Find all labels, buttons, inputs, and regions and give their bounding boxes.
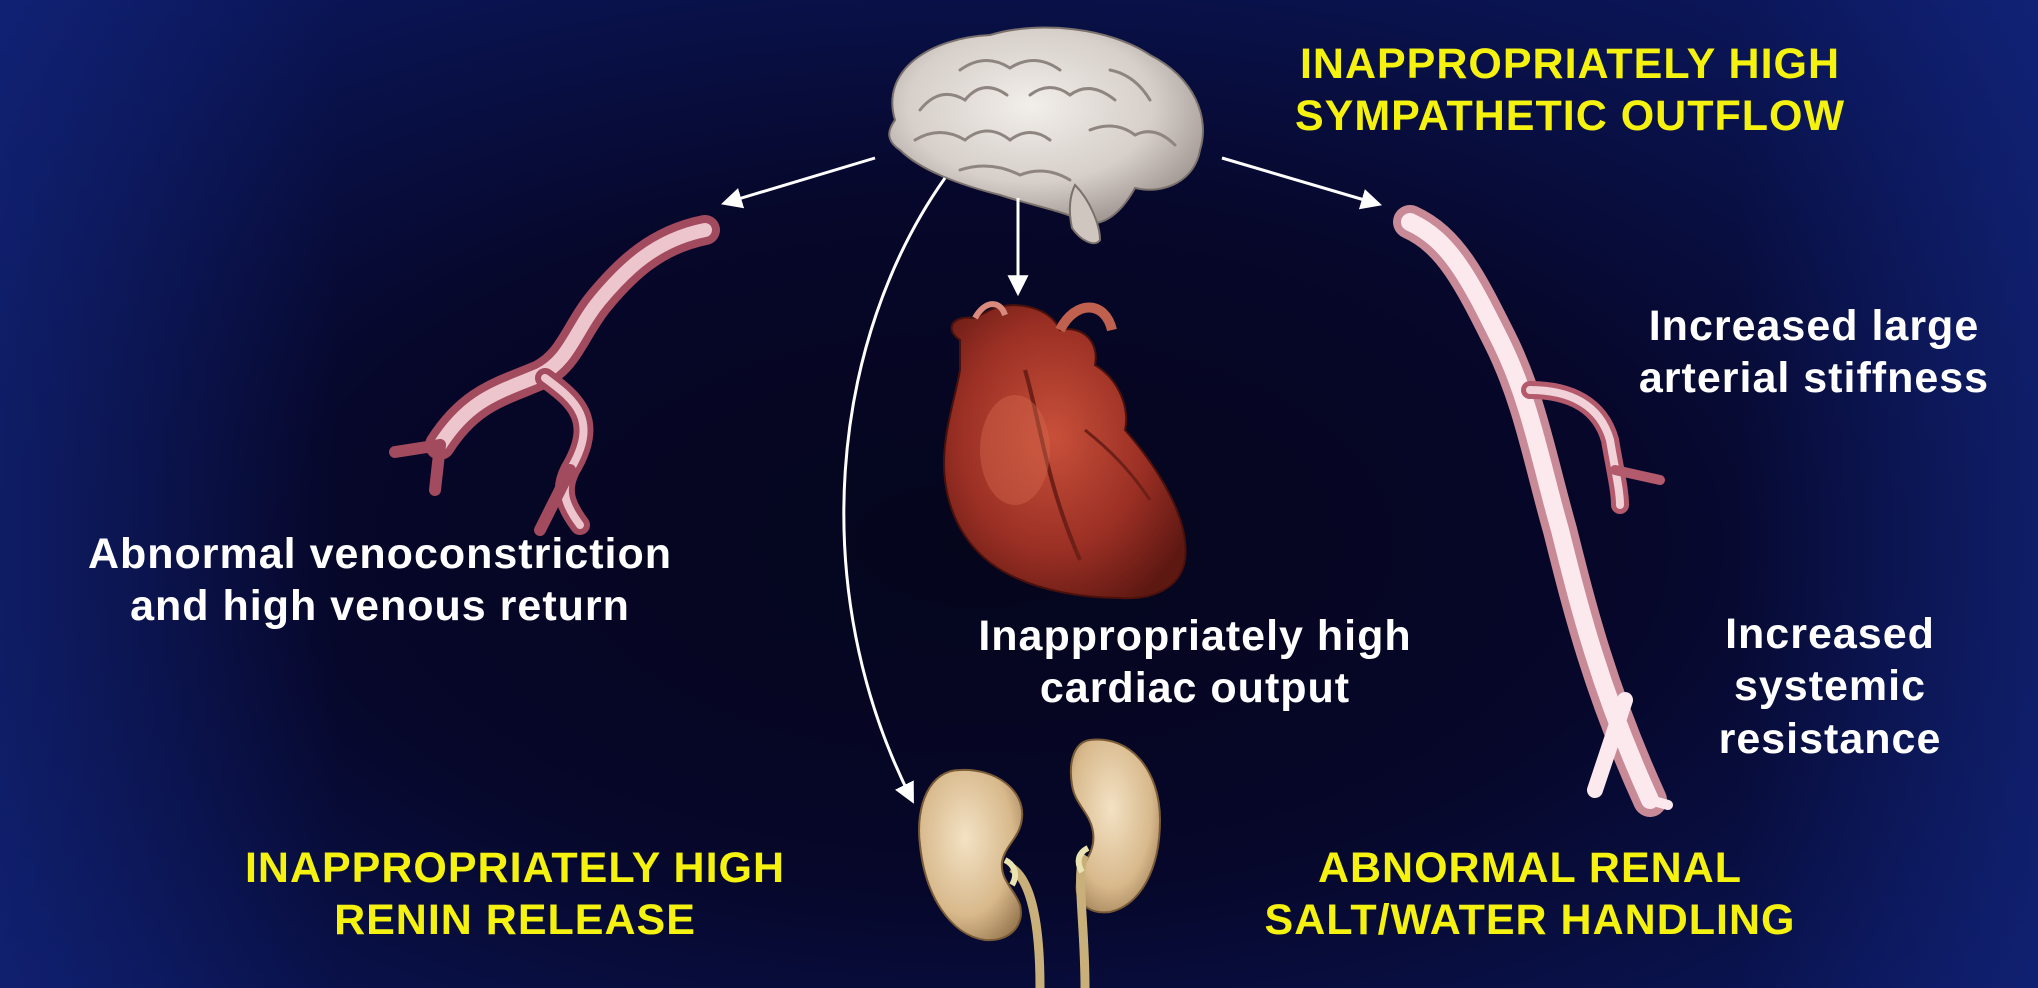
heart-icon (944, 304, 1186, 598)
brain-icon (889, 28, 1203, 244)
label-renal-handling: ABNORMAL RENAL SALT/WATER HANDLING (1180, 842, 1880, 947)
arrow-to-vein (725, 158, 875, 203)
label-venoconstriction: Abnormal venoconstriction and high venou… (10, 528, 750, 633)
label-cardiac-output: Inappropriately high cardiac output (890, 610, 1500, 715)
kidneys-icon (919, 740, 1160, 988)
label-arterial-stiffness: Increased large arterial stiffness (1590, 300, 2038, 405)
arrow-to-artery (1222, 158, 1378, 204)
vein-icon (395, 230, 705, 530)
label-systemic-resistance: Increased systemic resistance (1660, 608, 2000, 765)
label-renin-release: INAPPROPRIATELY HIGH RENIN RELEASE (150, 842, 880, 947)
label-sympathetic-outflow: INAPPROPRIATELY HIGH SYMPATHETIC OUTFLOW (1220, 38, 1920, 143)
